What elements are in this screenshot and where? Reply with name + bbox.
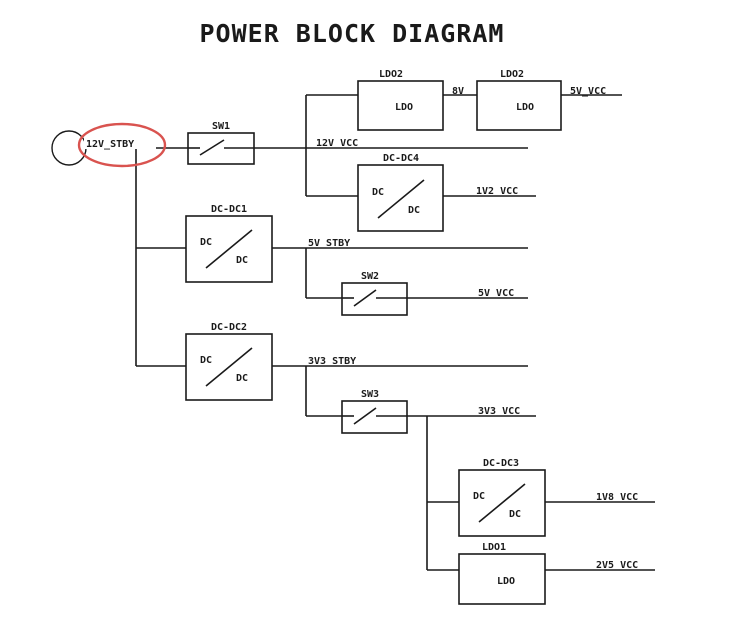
power-source: 12V_STBY [51, 122, 167, 168]
rail-label-5v-stby: 5V_STBY [308, 238, 350, 249]
block-dcdc1: DC-DC1 DC DC [185, 204, 273, 283]
rail-label-1v8-vcc: 1V8_VCC [596, 492, 638, 503]
rail-label-3v3-vcc: 3V3_VCC [478, 406, 520, 417]
ldo2-b-title: LDO2 [500, 69, 524, 80]
dcdc1-diagonal [205, 229, 253, 269]
dcdc2-in: DC [200, 355, 212, 366]
block-dcdc2: DC-DC2 DC DC [185, 322, 273, 401]
dcdc1-box [185, 215, 273, 283]
dcdc4-title: DC-DC4 [383, 153, 419, 164]
sw1-label: SW1 [212, 121, 230, 132]
block-ldo2-a: LDO2 LDO [357, 69, 444, 131]
dcdc3-diagonal [478, 483, 526, 523]
ldo1-box [458, 553, 546, 605]
block-ldo2-b: LDO2 LDO [476, 69, 562, 131]
source-highlight-ellipse [77, 122, 167, 168]
sw2-label: SW2 [361, 271, 379, 282]
source-label-backdrop [84, 138, 156, 149]
switch-sw1: SW1 [187, 121, 255, 165]
dcdc3-out: DC [509, 509, 521, 520]
rail-label-5v-vcc: 5V_VCC [478, 288, 514, 299]
dcdc2-diagonal [205, 347, 253, 387]
switch-sw2: SW2 [341, 271, 408, 316]
rail-label-5v-vcc-top: 5V_VCC [570, 86, 606, 97]
dcdc4-diagonal [377, 179, 425, 219]
sw2-box [341, 282, 408, 316]
ldo1-title: LDO1 [482, 542, 506, 553]
rail-label-3v3-stby: 3V3_STBY [308, 356, 356, 367]
ldo1-inner: LDO [497, 576, 515, 587]
sw3-box [341, 400, 408, 434]
ldo2-a-box [357, 80, 444, 131]
dcdc4-out: DC [408, 205, 420, 216]
dcdc3-title: DC-DC3 [483, 458, 519, 469]
ldo2-a-title: LDO2 [379, 69, 403, 80]
sw1-blade [199, 139, 225, 156]
sw3-blade [353, 407, 377, 425]
dcdc1-title: DC-DC1 [211, 204, 247, 215]
dcdc2-out: DC [236, 373, 248, 384]
ldo2-b-box [476, 80, 562, 131]
dcdc3-in: DC [473, 491, 485, 502]
rail-label-12v-vcc: 12V_VCC [316, 138, 358, 149]
rail-label-1v2-vcc: 1V2_VCC [476, 186, 518, 197]
sw2-blade [353, 289, 377, 307]
ldo2-b-inner: LDO [516, 102, 534, 113]
dcdc1-in: DC [200, 237, 212, 248]
block-dcdc4: DC-DC4 DC DC [357, 153, 444, 232]
dcdc4-box [357, 164, 444, 232]
source-connector-circle [51, 130, 87, 166]
ldo2-a-inner: LDO [395, 102, 413, 113]
source-label: 12V_STBY [86, 139, 134, 150]
rail-label-8v: 8V [452, 86, 464, 97]
wires [84, 94, 655, 571]
dcdc4-in: DC [372, 187, 384, 198]
switch-sw3: SW3 [341, 389, 408, 434]
dcdc2-title: DC-DC2 [211, 322, 247, 333]
dcdc1-out: DC [236, 255, 248, 266]
diagram-title: POWER BLOCK DIAGRAM [200, 19, 505, 48]
block-dcdc3: DC-DC3 DC DC [458, 458, 546, 537]
rail-label-2v5-vcc: 2V5_VCC [596, 560, 638, 571]
sw3-label: SW3 [361, 389, 379, 400]
block-ldo1: LDO1 LDO [458, 542, 546, 605]
